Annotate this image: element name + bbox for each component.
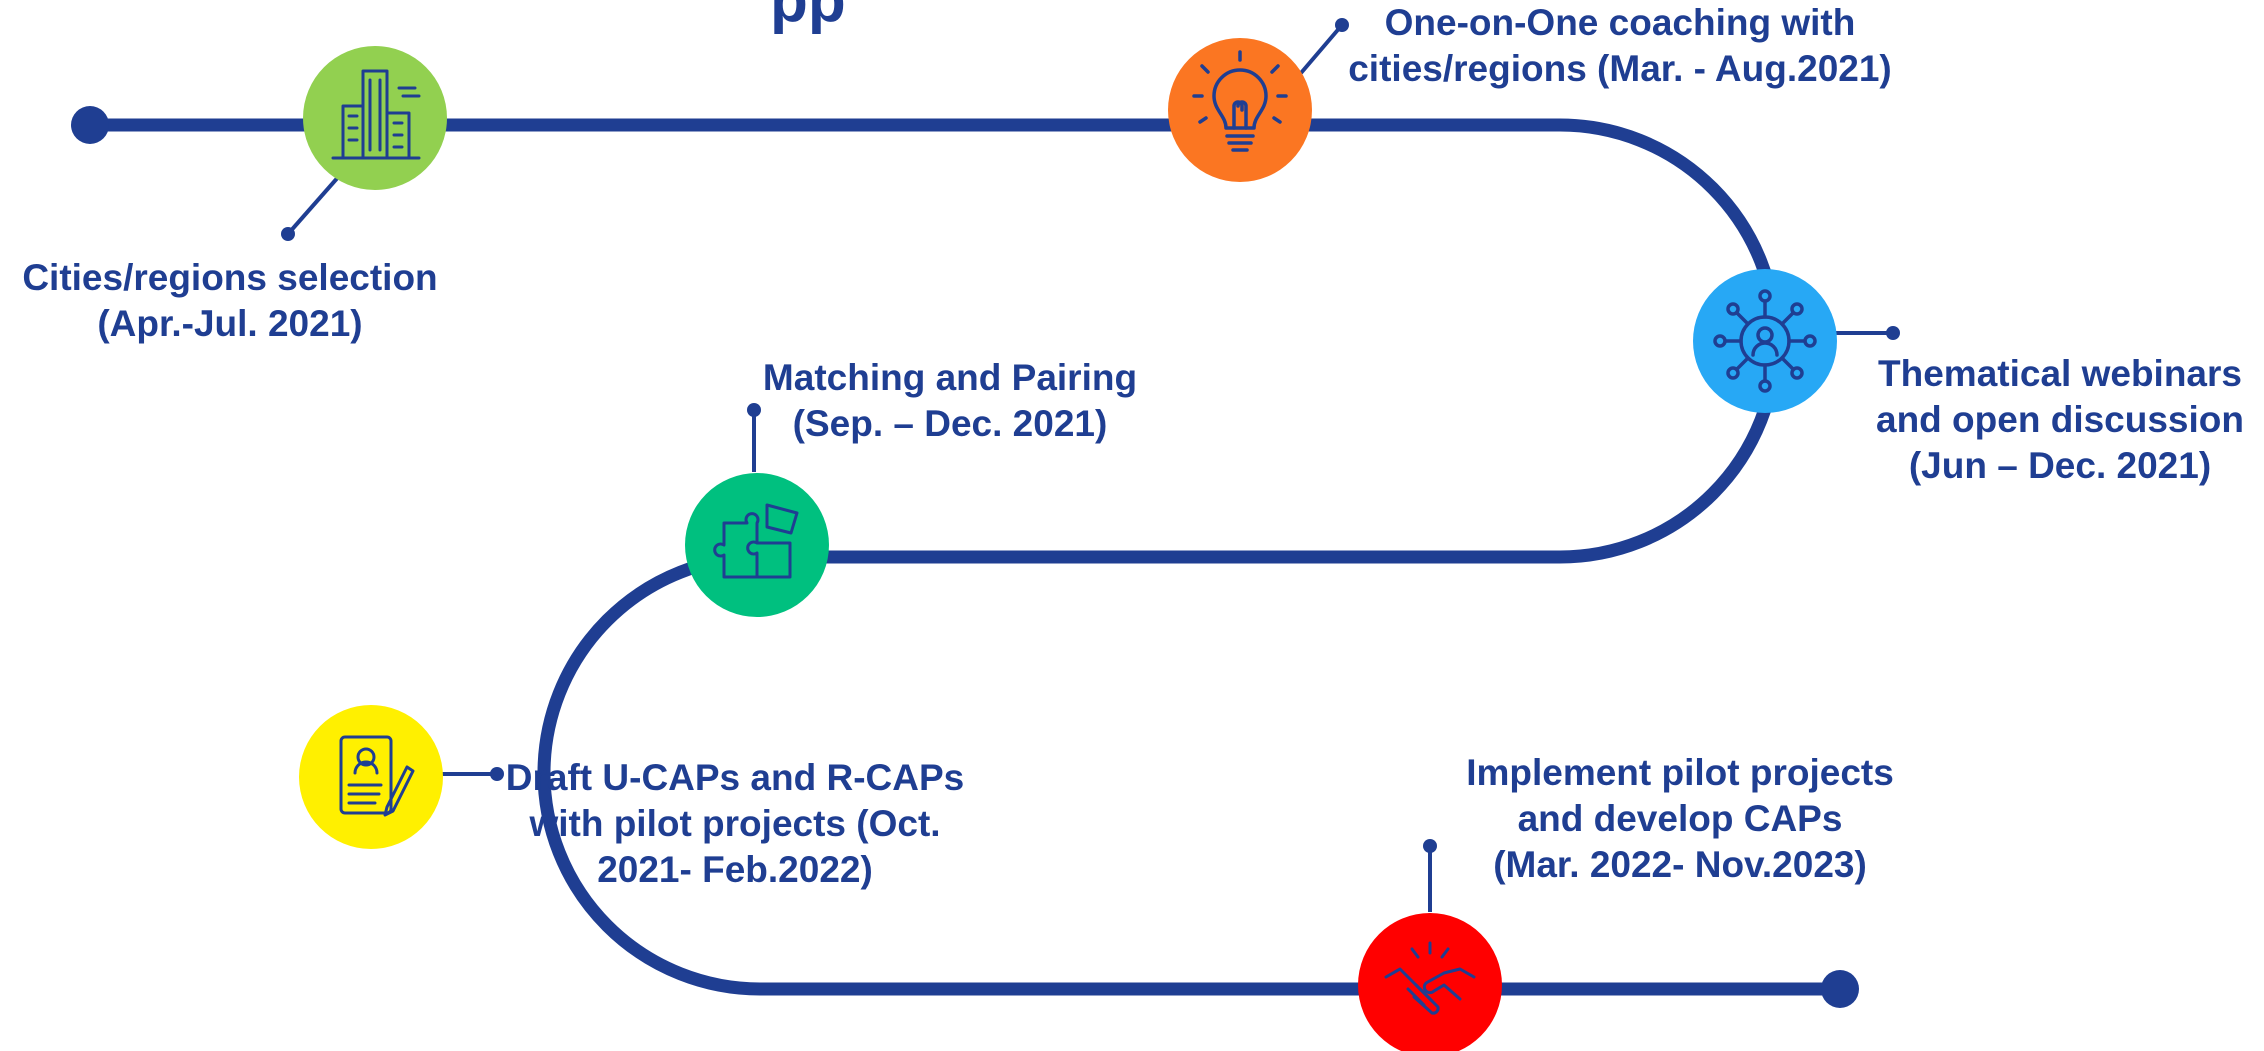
label-line: (Apr.-Jul. 2021) <box>97 303 363 344</box>
milestone-webinars <box>1693 269 1837 413</box>
network-people-icon <box>1713 289 1817 393</box>
connector-coaching <box>1293 23 1344 82</box>
label-line: Cities/regions selection <box>22 257 438 298</box>
label-line: (Sep. – Dec. 2021) <box>792 403 1108 444</box>
connector-dot-coaching <box>1335 18 1349 32</box>
label-line: Draft U-CAPs and R-CAPs <box>505 757 965 798</box>
handshake-icon <box>1384 941 1476 1015</box>
city-buildings-icon <box>331 69 421 160</box>
title-fragment: pp <box>770 0 846 35</box>
label-line: 2021- Feb.2022) <box>597 849 873 890</box>
connector-selection <box>286 173 342 236</box>
connector-dot-webinars <box>1886 326 1900 340</box>
connector-dot-implement <box>1423 839 1437 853</box>
timeline-path <box>83 118 1847 996</box>
label-line: One-on-One coaching with <box>1384 2 1856 43</box>
label-implement: Implement pilot projects and develop CAP… <box>1445 750 1915 888</box>
path-start-dot <box>71 106 109 144</box>
connectors <box>281 18 1900 912</box>
label-line: and open discussion <box>1876 399 2244 440</box>
puzzle-icon <box>713 503 799 579</box>
label-line: cities/regions (Mar. - Aug.2021) <box>1348 48 1892 89</box>
label-line: with pilot projects (Oct. <box>529 803 941 844</box>
label-line: (Jun – Dec. 2021) <box>1908 445 2212 486</box>
milestone-selection <box>303 46 447 190</box>
connector-dot-draft <box>490 767 504 781</box>
milestone-circle <box>685 473 829 617</box>
document-signature-icon <box>339 735 415 817</box>
label-line: (Mar. 2022- Nov.2023) <box>1493 844 1867 885</box>
label-line: Matching and Pairing <box>762 357 1138 398</box>
milestone-circle <box>299 705 443 849</box>
path-end-dot <box>1821 970 1859 1008</box>
label-line: Implement pilot projects <box>1466 752 1894 793</box>
label-webinars: Thematical webinars and open discussion … <box>1865 351 2255 489</box>
label-coaching: One-on-One coaching with cities/regions … <box>1340 0 1900 92</box>
lightbulb-icon <box>1192 50 1288 152</box>
connector-dot-matching <box>747 403 761 417</box>
milestone-matching <box>685 473 829 617</box>
milestone-circle <box>303 46 447 190</box>
label-matching: Matching and Pairing (Sep. – Dec. 2021) <box>740 355 1160 447</box>
milestone-coaching <box>1168 38 1312 182</box>
milestone-draft <box>299 705 443 849</box>
milestone-implement <box>1358 913 1502 1051</box>
milestone-circle <box>1168 38 1312 182</box>
label-draft: Draft U-CAPs and R-CAPs with pilot proje… <box>500 755 970 893</box>
label-line: Thematical webinars <box>1878 353 2242 394</box>
connector-dot-selection <box>281 227 295 241</box>
label-selection: Cities/regions selection (Apr.-Jul. 2021… <box>10 255 450 347</box>
label-line: and develop CAPs <box>1517 798 1843 839</box>
